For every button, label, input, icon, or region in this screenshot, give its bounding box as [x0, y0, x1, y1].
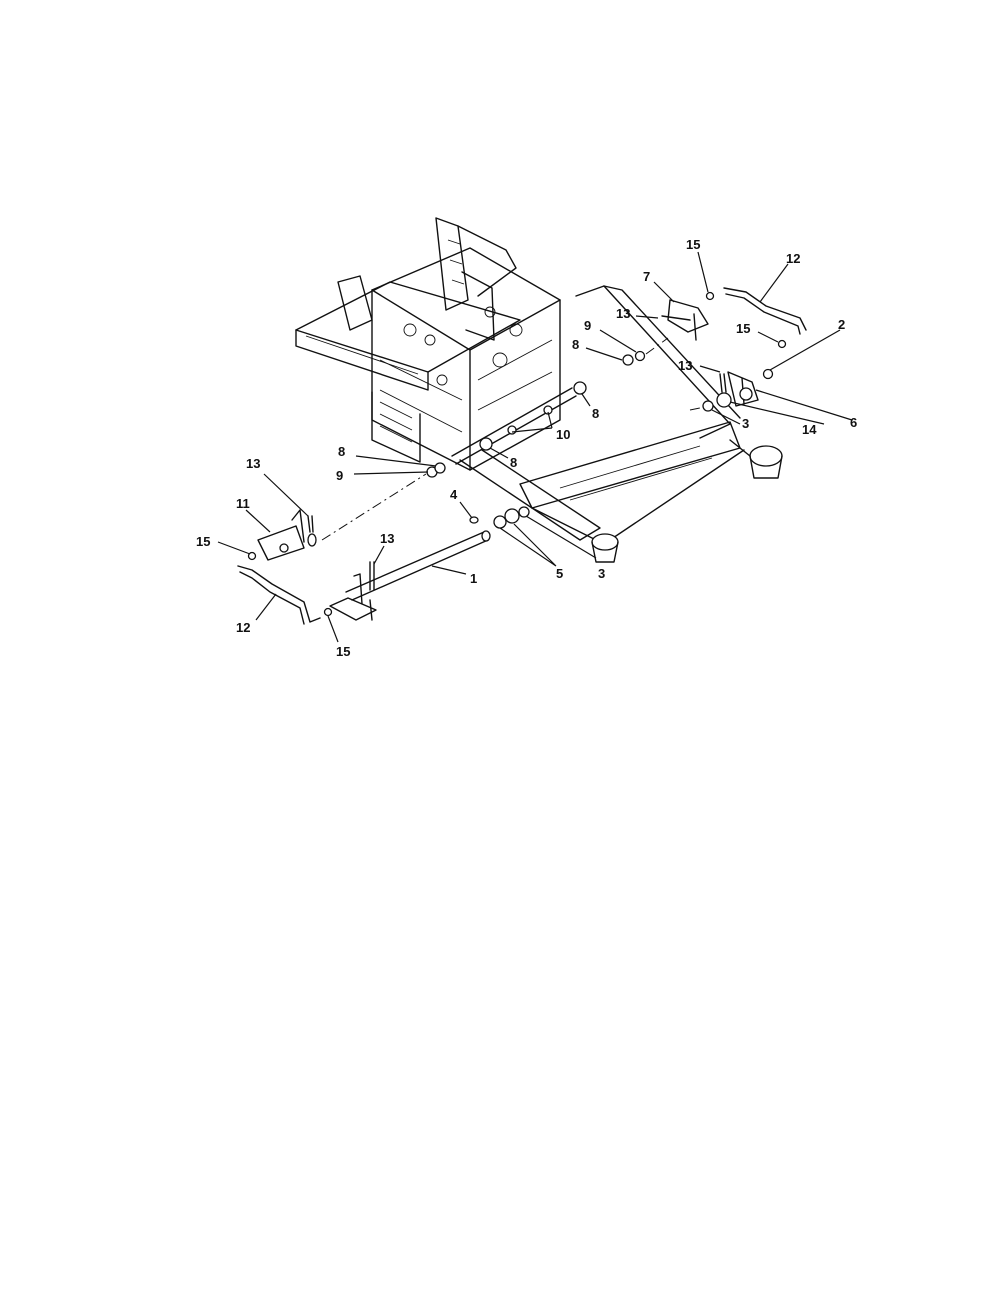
- bushing-8-center: [573, 381, 587, 395]
- callout-10: 10: [556, 427, 570, 442]
- link-upper: [723, 287, 807, 331]
- callout-9-left: 9: [336, 468, 343, 483]
- callout-8-lower: 8: [510, 455, 517, 470]
- washer-9-top: [634, 350, 646, 362]
- washer-5b: [504, 508, 520, 524]
- callout-6: 6: [850, 415, 857, 430]
- axle-rod: [345, 531, 489, 601]
- callout-13-top: 13: [616, 306, 630, 321]
- callout-8-left: 8: [338, 444, 345, 459]
- chassis-frame: [295, 217, 783, 563]
- callout-3-right: 3: [742, 416, 749, 431]
- callout-15-bottom: 15: [336, 644, 350, 659]
- callout-7: 7: [643, 269, 650, 284]
- callout-12-bottom: 12: [236, 620, 250, 635]
- assembly-line-left: [321, 473, 427, 541]
- callout-1: 1: [470, 571, 477, 586]
- callout-12-top: 12: [786, 251, 800, 266]
- callout-3-bottom: 3: [598, 566, 605, 581]
- callout-15-left: 15: [196, 534, 210, 549]
- callout-13-left: 13: [246, 456, 260, 471]
- washer-5a: [493, 515, 507, 529]
- washer-2: [762, 368, 774, 380]
- cotter-pin-top: [661, 315, 691, 321]
- assembly-line-right: [689, 407, 701, 411]
- key-4: [469, 516, 479, 524]
- bracket-top: [667, 299, 709, 341]
- callout-4: 4: [450, 487, 458, 502]
- callout-8-top: 8: [572, 337, 579, 352]
- assembly-line-top: [645, 337, 669, 355]
- leader-lines: [217, 251, 853, 643]
- callout-2: 2: [838, 317, 845, 332]
- washer-3-right: [702, 400, 714, 412]
- washer-15-left: [247, 551, 257, 561]
- callout-14: 14: [802, 422, 817, 437]
- bushing-8-lower: [479, 437, 493, 451]
- bracket-left: [257, 509, 305, 561]
- washer-15-bottom: [323, 607, 333, 617]
- link-lower: [237, 565, 321, 623]
- callout-9-top: 9: [584, 318, 591, 333]
- callout-13-right: 13: [678, 358, 692, 373]
- cotter-pin-left: [307, 515, 314, 533]
- cotter-pin-right: [719, 373, 727, 393]
- washer-8-top: [622, 354, 634, 366]
- washer-15-top: [705, 291, 715, 301]
- washer-3-bottom: [518, 506, 530, 518]
- callout-labels: 15 12 7 13 9 8 15 2 13 8 6 14 3 10 8 8 9…: [196, 237, 857, 659]
- bearing-10a: [507, 425, 517, 435]
- washer-15-mid: [777, 339, 787, 349]
- rod-bracket: [329, 573, 377, 621]
- washer-14: [716, 392, 732, 408]
- callout-5: 5: [556, 566, 563, 581]
- callout-15-top: 15: [686, 237, 700, 252]
- callout-8-center: 8: [592, 406, 599, 421]
- callout-11: 11: [236, 496, 250, 511]
- callout-13-bottom: 13: [380, 531, 394, 546]
- cotter-pin-lower: [369, 561, 375, 591]
- washer-8-left: [434, 462, 446, 474]
- callout-15-mid: 15: [736, 321, 750, 336]
